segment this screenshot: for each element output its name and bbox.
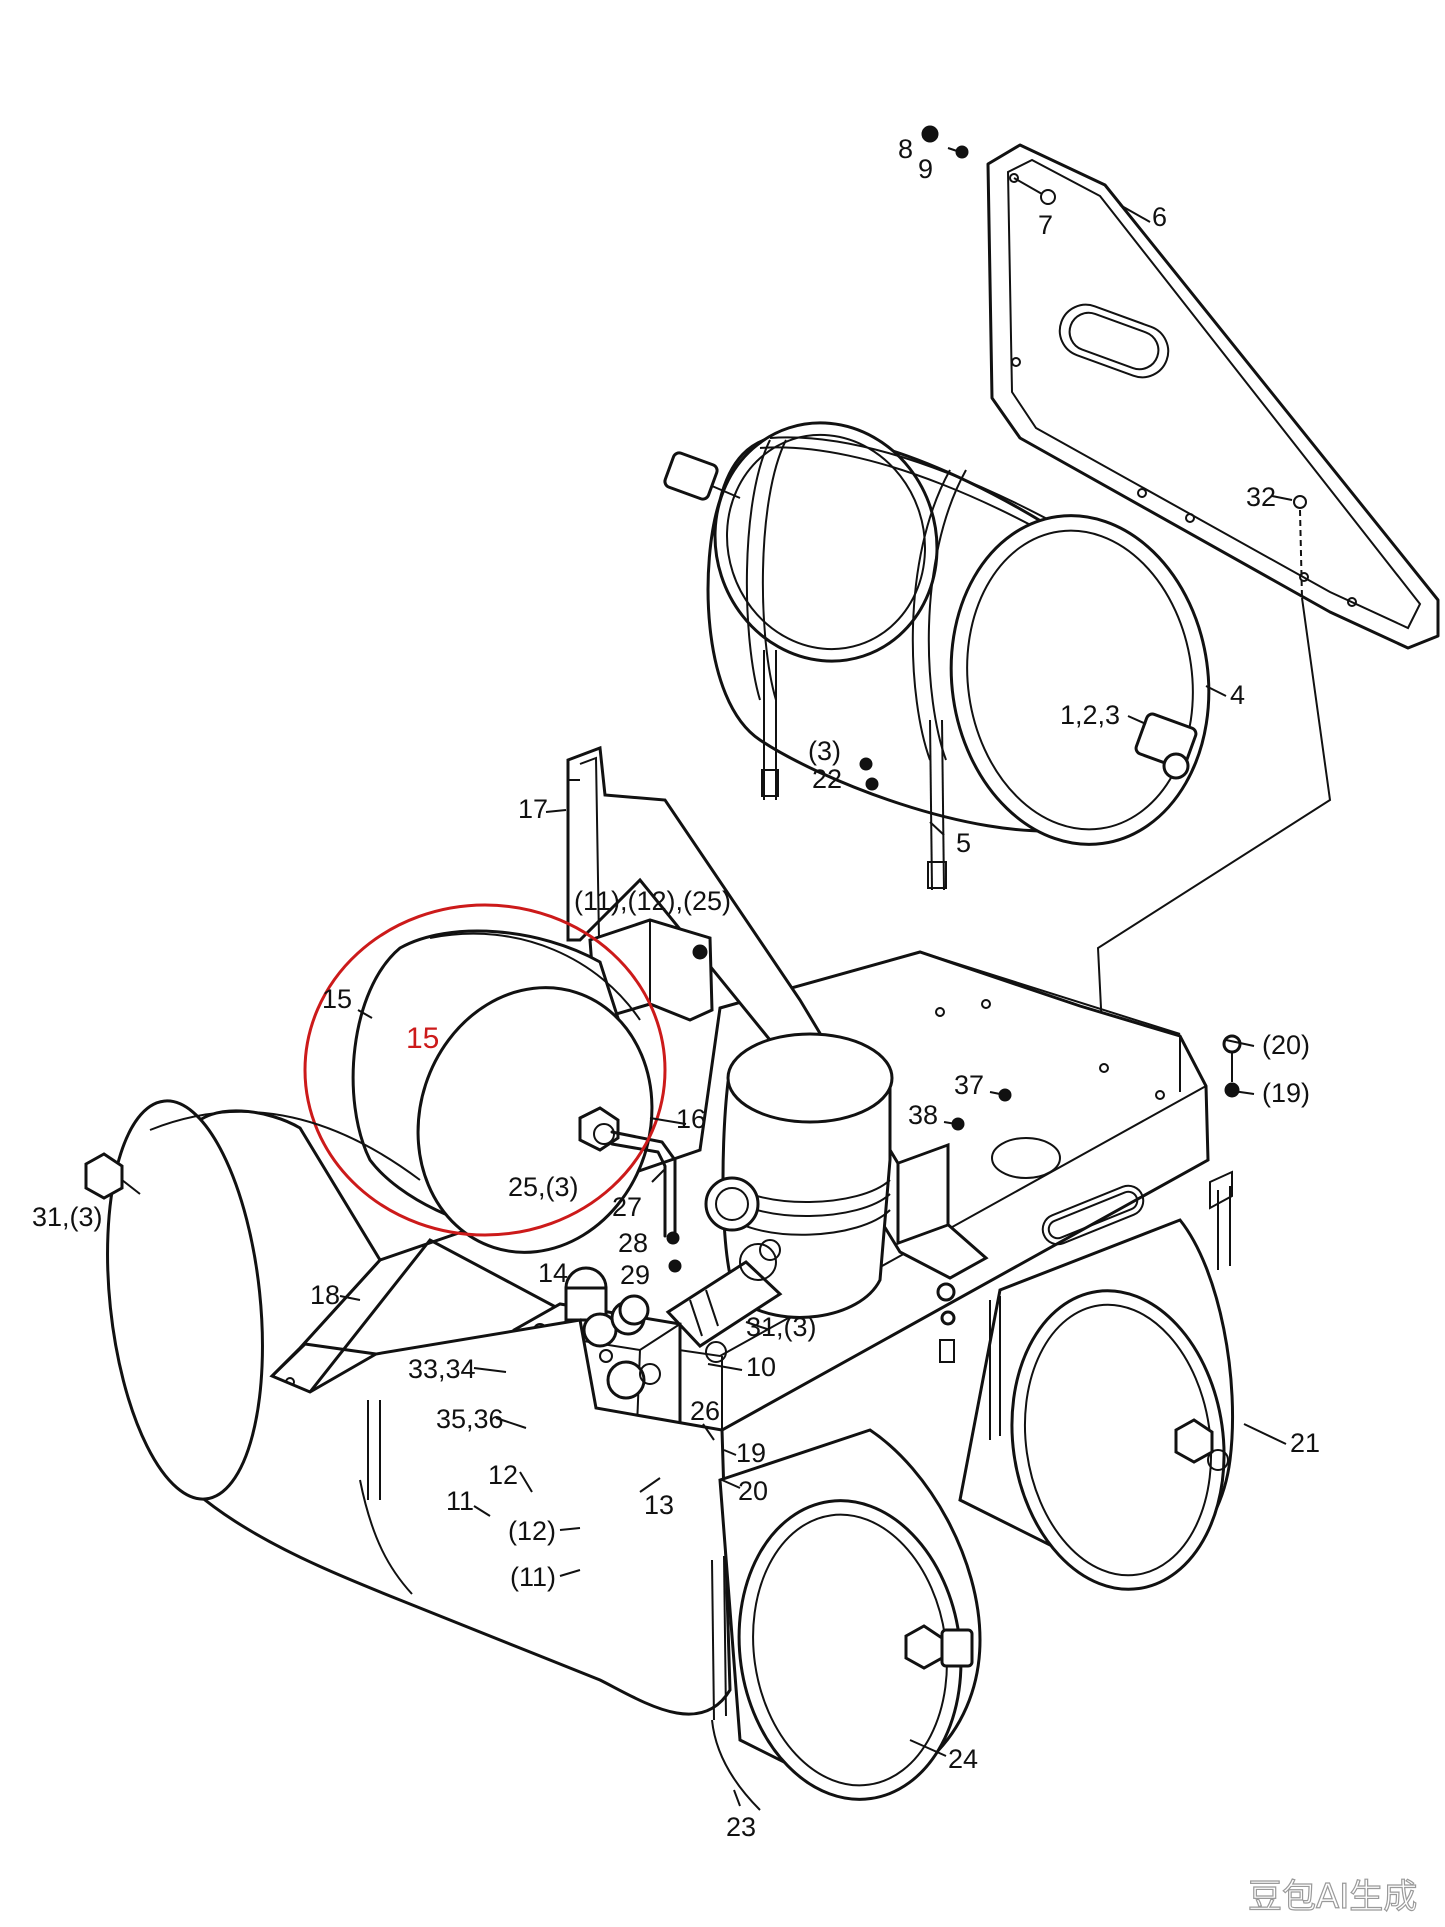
callout-31-3-mid: 31,(3) (746, 1312, 817, 1342)
leader-lines (339, 147, 1293, 1807)
callout-10: 10 (746, 1352, 776, 1382)
callout-1-2-3: 1,2,3 (1060, 700, 1120, 730)
callout-4: 4 (1230, 680, 1245, 710)
callout-8: 8 (898, 134, 913, 164)
callout-13: 13 (644, 1490, 674, 1520)
tank-21 (958, 1186, 1235, 1591)
callout-7: 7 (1038, 210, 1053, 240)
callout-21: 21 (1290, 1428, 1320, 1458)
callout-11-12-25: (11),(12),(25) (574, 886, 731, 916)
small-tank-15 (351, 929, 677, 1254)
callout-25-3: 25,(3) (508, 1172, 579, 1202)
fastener-group-top (921, 125, 1056, 205)
callout-19: 19 (736, 1438, 766, 1468)
callout-32: 32 (1246, 482, 1276, 512)
callout-17: 17 (518, 794, 548, 824)
callout-14: 14 (538, 1258, 568, 1288)
callout-26: 26 (690, 1396, 720, 1426)
callout-37: 37 (954, 1070, 984, 1100)
callout-12-paren: (12) (508, 1516, 556, 1546)
callout-28: 28 (618, 1228, 648, 1258)
mounting-bracket-6 (986, 143, 1440, 650)
watermark: 豆包AI生成 (1248, 1877, 1417, 1917)
callout-31-3-left: 31,(3) (32, 1202, 103, 1232)
callout-35-36: 35,36 (436, 1404, 504, 1434)
callout-27: 27 (612, 1192, 642, 1222)
callout-labels: 8 9 7 6 32 4 1,2,3 (3) 22 5 17 (11),(12)… (32, 134, 1320, 1842)
red-highlight-circle (303, 903, 667, 1237)
tank-24 (711, 1428, 982, 1811)
callout-23: 23 (726, 1812, 756, 1842)
long-left-tank (84, 1099, 732, 1716)
callout-29: 29 (620, 1260, 650, 1290)
callout-33-34: 33,34 (408, 1354, 476, 1384)
upper-air-tank-4 (663, 421, 1211, 891)
callout-3-paren: (3) (808, 736, 841, 766)
callout-12: 12 (488, 1460, 518, 1490)
callout-16: 16 (676, 1104, 706, 1134)
callout-11-paren: (11) (510, 1562, 556, 1592)
callout-11: 11 (446, 1486, 474, 1516)
callout-5: 5 (956, 828, 971, 858)
callout-18: 18 (310, 1280, 340, 1310)
callout-19-paren: (19) (1262, 1078, 1310, 1108)
callout-15: 15 (322, 984, 352, 1014)
callout-38: 38 (908, 1100, 938, 1130)
callout-20-paren: (20) (1262, 1030, 1310, 1060)
valve-dryer-16 (665, 1032, 950, 1348)
highlight-label-15: 15 (406, 1022, 439, 1055)
callout-24: 24 (948, 1744, 978, 1774)
callout-22: 22 (812, 764, 842, 794)
callout-20: 20 (738, 1476, 768, 1506)
callout-6: 6 (1152, 202, 1167, 232)
bolt-32 (1096, 495, 1332, 1069)
callout-9: 9 (918, 154, 933, 184)
